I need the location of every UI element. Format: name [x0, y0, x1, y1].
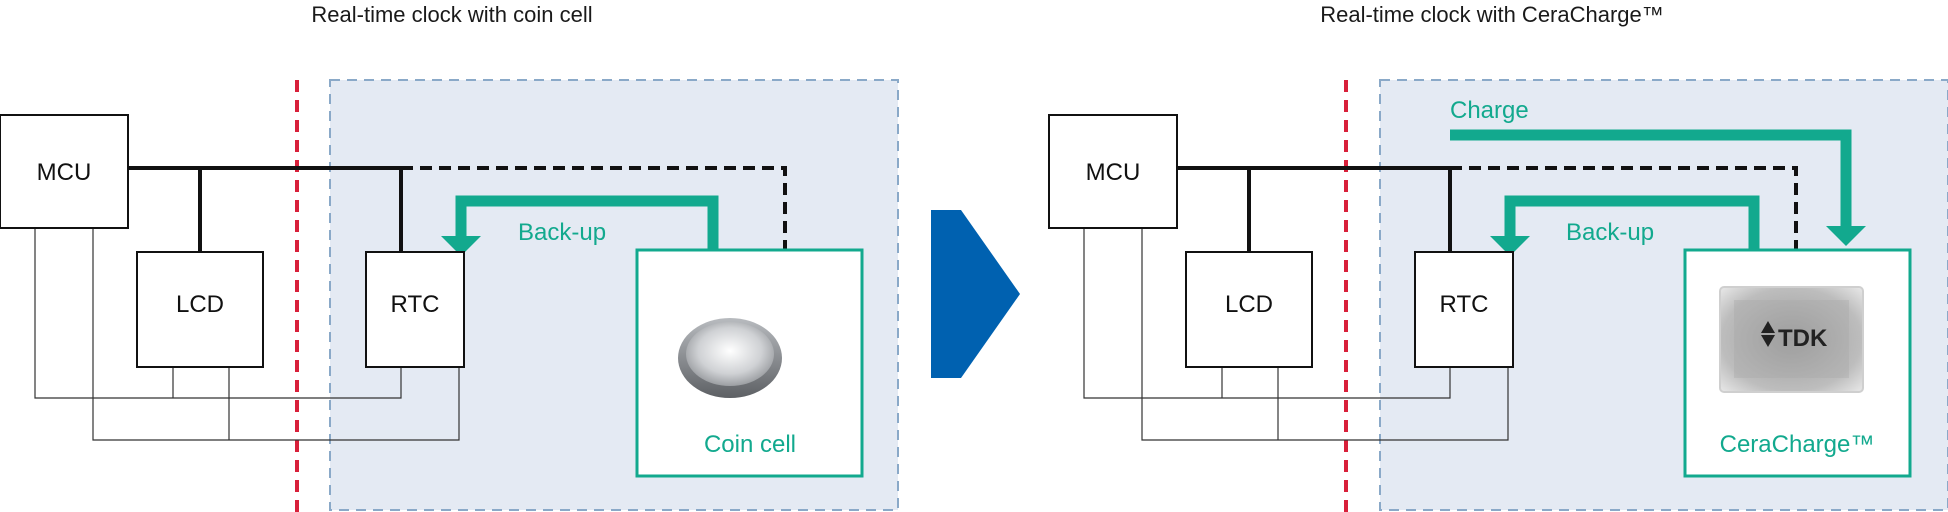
ceracharge-chip-icon: TDK	[1719, 286, 1864, 393]
left-signal-lines	[34, 228, 460, 441]
right-charge-arrowhead	[1826, 226, 1866, 246]
right-backup-arrow	[1504, 195, 1760, 250]
right-mcu-label: MCU	[1086, 159, 1141, 186]
transition-arrow-icon	[931, 210, 1020, 378]
right-lcd-box	[1185, 251, 1313, 368]
left-lcd-box	[136, 251, 264, 368]
tdk-logo-text: TDK	[1778, 325, 1828, 352]
left-panel: Real-time clock with coin cell Back-up M…	[0, 2, 899, 512]
left-backup-arrowhead	[441, 236, 481, 256]
right-rtc-label: RTC	[1440, 291, 1489, 318]
left-backup-arrow	[455, 195, 719, 250]
right-ceracharge-label: CeraCharge™	[1720, 431, 1875, 458]
left-mcu-box	[0, 114, 129, 229]
right-lcd-label: LCD	[1225, 291, 1273, 318]
right-panel: Real-time clock with CeraCharge™ Charge …	[1048, 2, 1948, 512]
left-bus	[128, 166, 403, 252]
left-rtc-label: RTC	[391, 291, 440, 318]
coin-cell-icon	[678, 318, 782, 398]
tdk-logo-icon: TDK	[1761, 321, 1828, 352]
right-signal-lines	[1083, 228, 1509, 441]
left-lcd-label: LCD	[176, 291, 224, 318]
left-panel-title: Real-time clock with coin cell	[311, 2, 592, 27]
left-rtc-box	[365, 251, 465, 368]
right-dashed-link	[1450, 166, 1798, 250]
right-mcu-box	[1048, 114, 1178, 229]
right-bus	[1177, 166, 1452, 252]
right-backup-label: Back-up	[1566, 219, 1654, 246]
left-dashed-link	[401, 166, 787, 250]
right-charge-arrow	[1450, 129, 1852, 228]
left-backup-label: Back-up	[518, 219, 606, 246]
right-charge-label: Charge	[1450, 97, 1529, 124]
left-coin-cell-label: Coin cell	[704, 431, 796, 458]
right-backup-arrowhead	[1490, 236, 1530, 256]
right-rtc-box	[1414, 251, 1514, 368]
right-panel-title: Real-time clock with CeraCharge™	[1320, 2, 1664, 27]
left-mcu-label: MCU	[37, 159, 92, 186]
